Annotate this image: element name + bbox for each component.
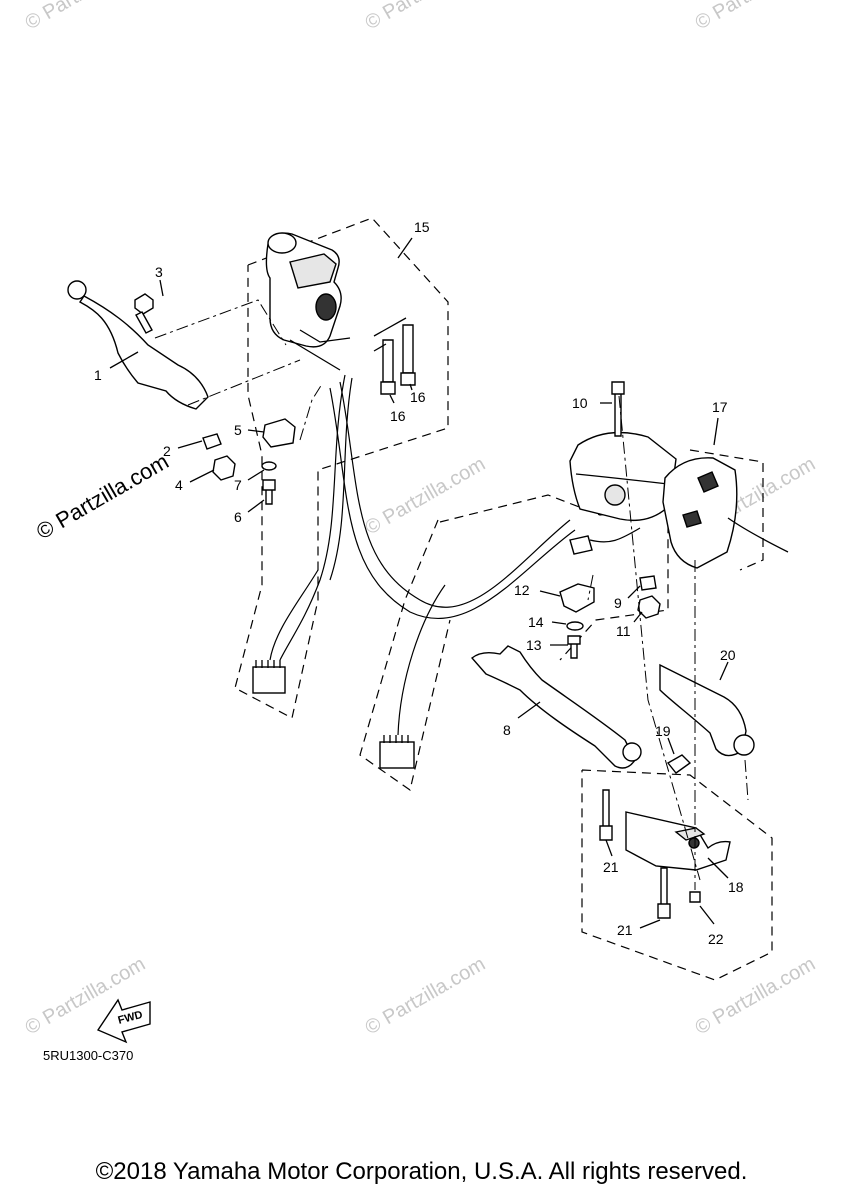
watermark-tile: © Partzilla.com	[362, 0, 490, 34]
callout-3: 3	[155, 264, 163, 280]
callout-4: 4	[175, 477, 183, 493]
callout-8: 8	[503, 722, 511, 738]
watermark-tile: © Partzilla.com	[692, 0, 820, 34]
watermark-tile: © Partzilla.com	[22, 0, 150, 34]
callout-19: 19	[655, 723, 671, 739]
callout-13: 13	[526, 637, 542, 653]
callout-21a: 21	[603, 859, 619, 875]
copyright-notice: ©2018 Yamaha Motor Corporation, U.S.A. A…	[95, 1158, 748, 1185]
fwd-arrow: FWD	[96, 998, 151, 1044]
callout-17: 17	[712, 399, 728, 415]
callout-6: 6	[234, 509, 242, 525]
callouts: 1 2 3 4 5 6 7 8 9 10 11 12 13 14 15 16 1…	[94, 219, 744, 947]
callout-14: 14	[528, 614, 544, 630]
watermark-tile: © Partzilla.com	[362, 453, 490, 539]
callout-1: 1	[94, 367, 102, 383]
callout-21b: 21	[617, 922, 633, 938]
watermark-tile: © Partzilla.com	[362, 953, 490, 1039]
diagram-code: 5RU1300-C370	[43, 1048, 133, 1063]
callout-9: 9	[614, 595, 622, 611]
watermark-main: © Partzilla.com	[32, 449, 173, 545]
callout-15: 15	[414, 219, 430, 235]
callout-2: 2	[163, 443, 171, 459]
callout-11: 11	[616, 623, 631, 639]
callout-5: 5	[234, 422, 242, 438]
callout-16b: 16	[390, 408, 406, 424]
callout-18: 18	[728, 879, 744, 895]
callout-16a: 16	[410, 389, 426, 405]
callout-22: 22	[708, 931, 724, 947]
callout-20: 20	[720, 647, 736, 663]
left-switch-assembly-group	[67, 217, 576, 719]
callout-7: 7	[234, 477, 242, 493]
right-switch-assembly-group	[359, 381, 789, 981]
callout-10: 10	[572, 395, 588, 411]
watermark-tile: © Partzilla.com	[692, 953, 820, 1039]
callout-12: 12	[514, 582, 530, 598]
